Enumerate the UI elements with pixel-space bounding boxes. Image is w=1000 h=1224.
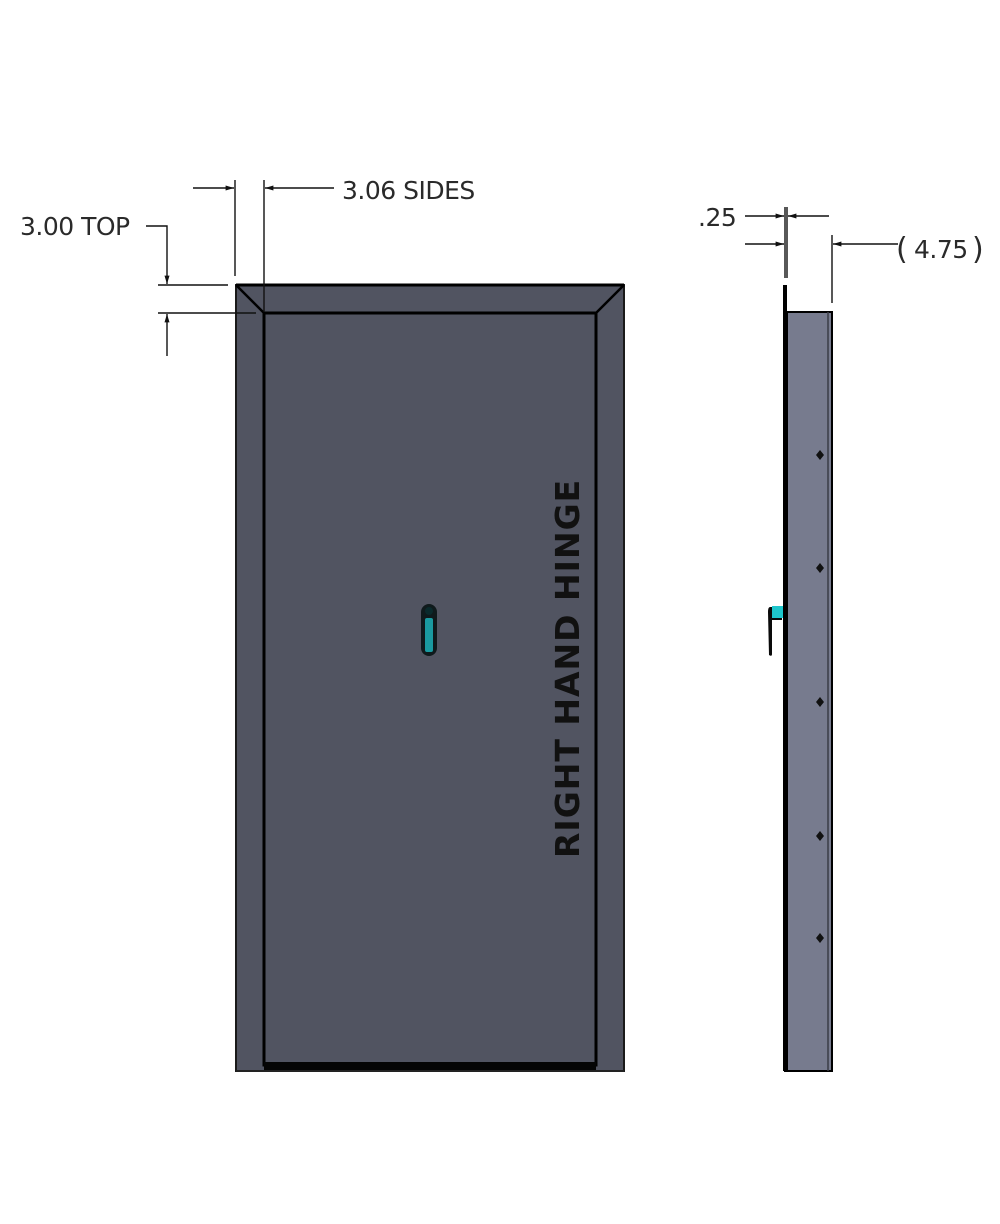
hinge-dots <box>816 450 824 943</box>
miter-corner-left <box>235 284 265 314</box>
side-slab <box>784 311 833 1072</box>
door-handle <box>421 604 437 656</box>
side-handle <box>768 606 783 656</box>
hinge-dot <box>816 933 824 943</box>
dimension-depth: 4.75 <box>914 235 968 264</box>
hinge-label: RIGHT HAND HINGE <box>548 479 587 858</box>
hinge-dot <box>816 563 824 573</box>
dimension-edge: .25 <box>698 203 736 232</box>
door-slab <box>262 311 598 1067</box>
miter-corner-right <box>595 284 625 314</box>
front-dimensions <box>146 180 334 356</box>
dimension-top: 3.00 TOP <box>20 212 130 241</box>
dimension-sides: 3.06 SIDES <box>342 176 475 205</box>
dimension-depth-open: ( <box>896 232 907 267</box>
dimension-depth-close: ) <box>972 232 983 267</box>
hinge-dot <box>816 450 824 460</box>
hinge-dot <box>816 831 824 841</box>
front-view: RIGHT HAND HINGE <box>235 283 625 1072</box>
side-dimensions <box>745 207 898 303</box>
hinge-dot <box>816 697 824 707</box>
side-view <box>768 285 833 1072</box>
